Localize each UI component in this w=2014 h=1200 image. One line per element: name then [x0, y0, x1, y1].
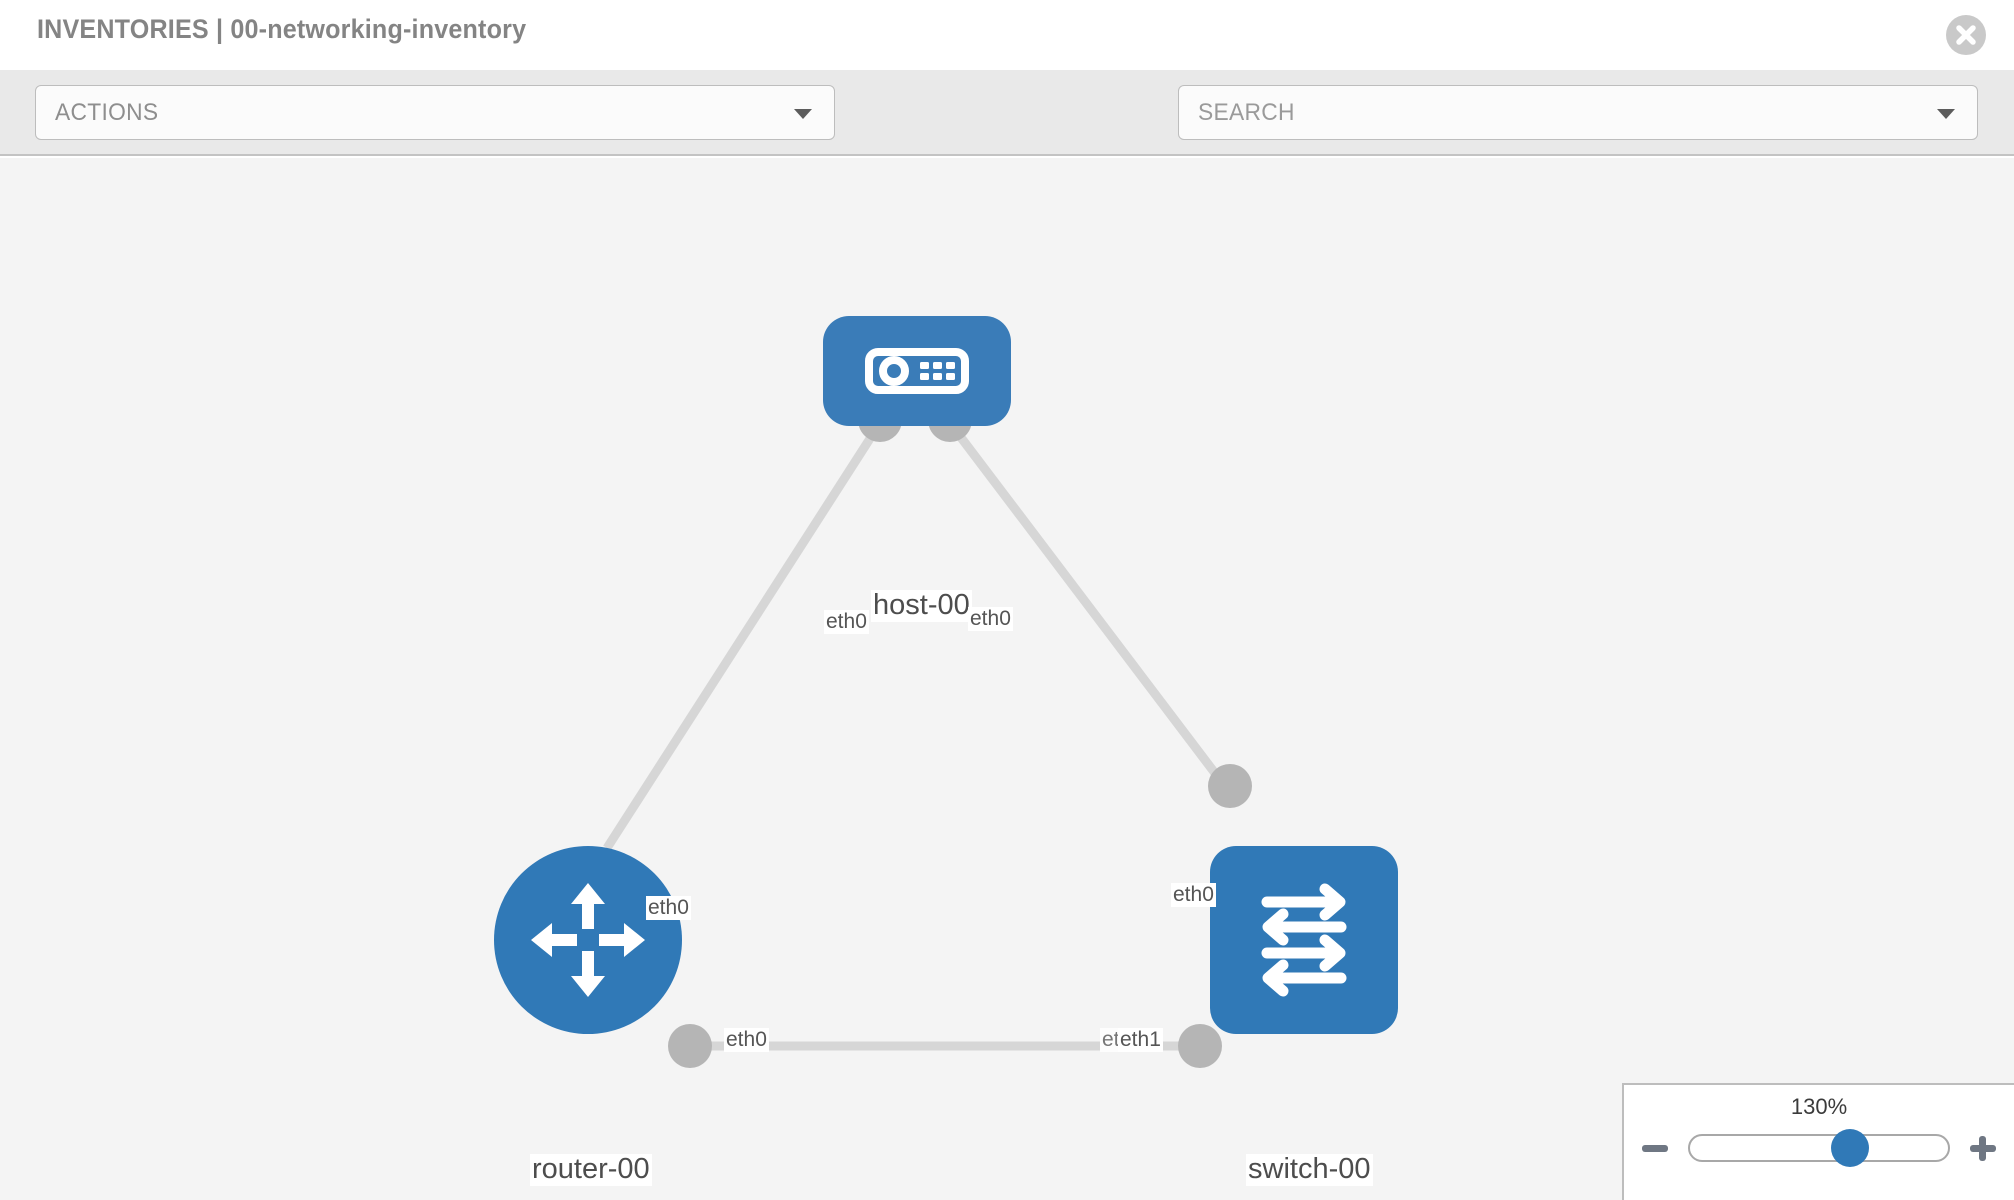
port-switch00-eth1[interactable]	[1178, 1024, 1222, 1068]
chevron-down-icon	[794, 108, 812, 119]
search-input[interactable]: SEARCH	[1178, 85, 1978, 140]
server-appliance-icon	[865, 348, 969, 394]
switch-arrows-icon	[1261, 883, 1347, 997]
page-header: INVENTORIES | 00-networking-inventory	[0, 0, 2014, 70]
page-title: INVENTORIES | 00-networking-inventory	[37, 14, 527, 44]
zoom-percent-label: 130%	[1790, 1094, 1848, 1119]
toolbar: ACTIONS SEARCH	[0, 70, 2014, 194]
link-host00-switch00[interactable]	[946, 420, 1234, 796]
node-host-00[interactable]	[823, 316, 1011, 426]
node-label-router-00: router-00	[530, 1153, 652, 1186]
actions-dropdown-label: ACTIONS	[55, 98, 159, 126]
zoom-slider-row	[1624, 1129, 2014, 1167]
zoom-slider-track[interactable]	[1688, 1129, 1950, 1167]
router-arrows-icon	[531, 883, 645, 997]
edge-label-host00-eth0-right: eth0	[968, 607, 1013, 632]
close-icon[interactable]	[1946, 15, 1986, 55]
node-switch-00[interactable]	[1210, 846, 1398, 1034]
edge-label-router00-eth0-right: eth0	[724, 1028, 769, 1053]
port-router00-eth0[interactable]	[668, 1024, 712, 1068]
edge-label-host00-eth0-left: eth0	[824, 610, 869, 635]
topology-links-layer	[603, 398, 1252, 1068]
edge-label-switch00-eth1: eth1	[1118, 1028, 1163, 1053]
edge-label-switch00-eth0-uplink: eth0	[1171, 883, 1216, 908]
plus-icon[interactable]	[1968, 1133, 1998, 1163]
zoom-control-panel: 130%	[1622, 1083, 2014, 1200]
node-label-host-00: host-00	[871, 589, 972, 622]
port-switch00-eth0[interactable]	[1208, 764, 1252, 808]
search-placeholder: SEARCH	[1198, 98, 1295, 126]
topology-canvas[interactable]: host-00 router-00	[0, 158, 2014, 1200]
node-label-switch-00: switch-00	[1246, 1153, 1373, 1186]
node-router-00[interactable]	[494, 846, 682, 1034]
node-router-00-shape[interactable]	[494, 846, 682, 1034]
actions-dropdown[interactable]: ACTIONS	[35, 85, 835, 140]
edge-label-router00-eth0-uplink: eth0	[646, 896, 691, 921]
node-switch-00-shape[interactable]	[1210, 846, 1398, 1034]
link-host00-router00[interactable]	[603, 420, 884, 851]
minus-icon[interactable]	[1640, 1133, 1670, 1163]
chevron-down-icon	[1937, 108, 1955, 119]
node-host-00-shape[interactable]	[823, 316, 1011, 426]
zoom-slider-thumb[interactable]	[1830, 1129, 1869, 1167]
